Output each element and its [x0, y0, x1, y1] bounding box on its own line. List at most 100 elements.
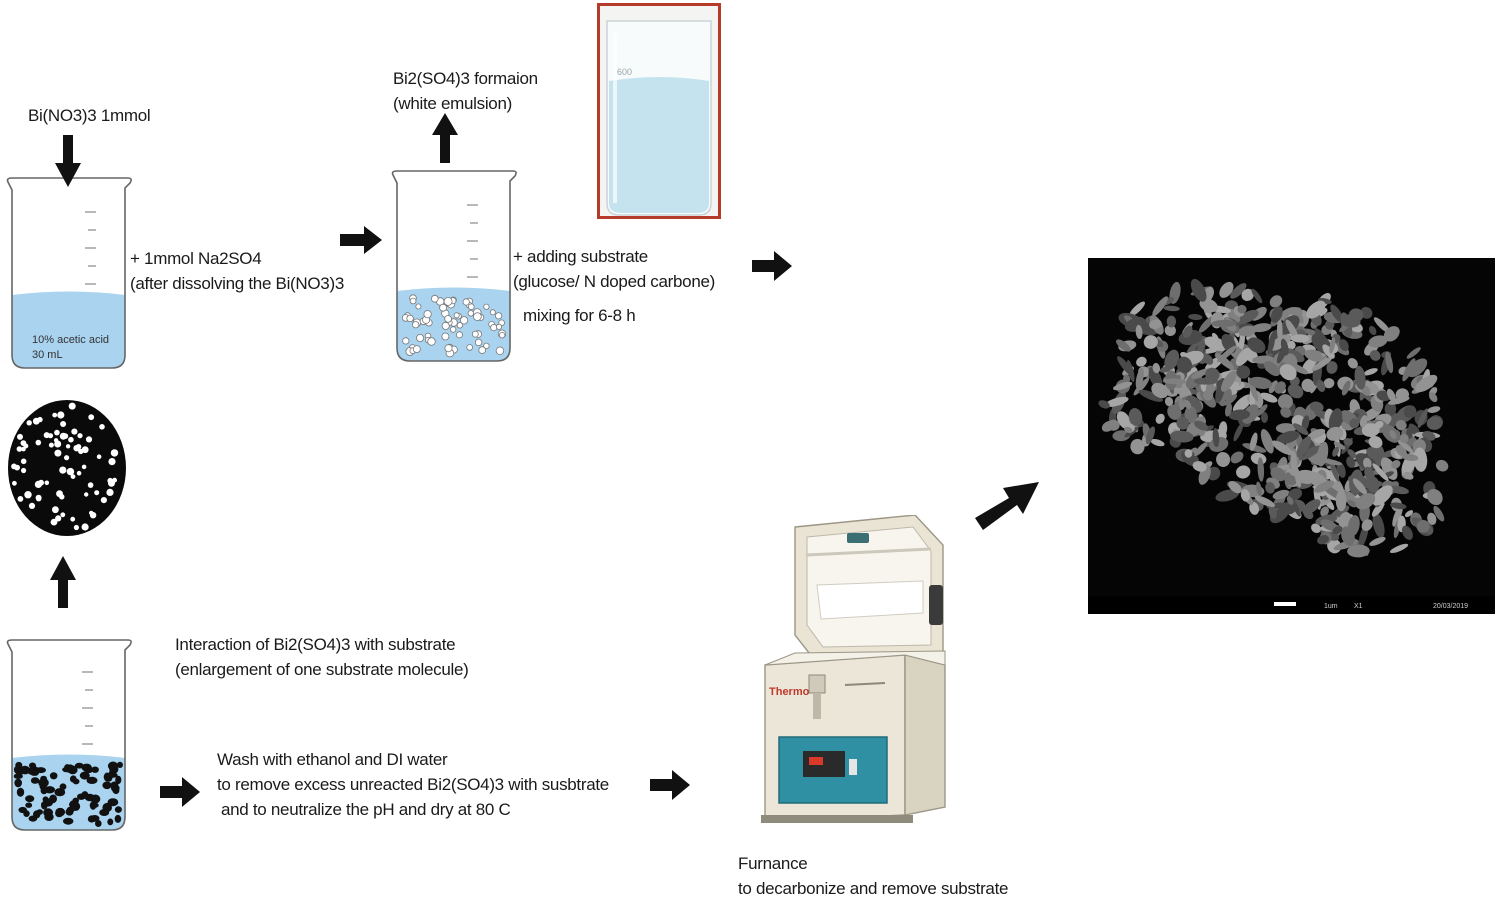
substrate-particle	[35, 494, 42, 501]
substrate-particle	[55, 515, 62, 522]
sem-particle	[1326, 426, 1344, 441]
sem-particle	[1339, 339, 1349, 352]
sem-particle	[1330, 304, 1344, 323]
beaker-acetic-acid: 10% acetic acid 30 mL	[6, 177, 132, 369]
emulsion-particle	[444, 344, 453, 353]
sem-particle	[1428, 392, 1438, 403]
substrate-particle	[60, 512, 66, 518]
substrate-particle	[70, 516, 76, 522]
substrate-particle	[37, 416, 43, 423]
sem-particle	[1328, 408, 1343, 432]
sem-particle	[1366, 447, 1380, 460]
sem-particle	[1129, 301, 1145, 317]
emulsion-particle	[423, 310, 432, 319]
add-na2so4-label: + 1mmol Na2SO4 (after dissolving the Bi(…	[130, 249, 344, 293]
beaker-emulsion	[391, 170, 517, 362]
substrate-particle	[84, 492, 89, 497]
composite-particle	[114, 814, 122, 823]
sem-particle	[1128, 407, 1143, 427]
sem-particle	[1272, 489, 1290, 500]
sem-particle	[1276, 318, 1283, 342]
emulsion-particle	[444, 315, 452, 323]
sem-particle	[1275, 423, 1297, 434]
sem-particle	[1188, 313, 1203, 321]
sem-particle	[1116, 339, 1131, 352]
sem-particle	[1295, 469, 1318, 484]
emulsion-particle	[402, 337, 410, 345]
sem-particle	[1136, 356, 1147, 367]
sem-particle	[1101, 420, 1115, 432]
sem-particle	[1268, 505, 1277, 519]
sem-particle	[1162, 378, 1187, 385]
sem-particle	[1314, 480, 1335, 493]
substrate-particle	[71, 428, 78, 435]
sem-particle	[1112, 381, 1133, 391]
emulsion-particle	[460, 316, 469, 325]
substrate-particle	[96, 454, 102, 459]
substrate-particle	[20, 458, 27, 465]
sem-particle	[1280, 338, 1289, 356]
emulsion-particle	[474, 338, 483, 347]
svg-text:600: 600	[617, 67, 632, 77]
composite-particle	[67, 765, 78, 775]
substrate-particle	[50, 518, 58, 526]
sem-particle	[1349, 418, 1360, 429]
substrate-particle	[76, 470, 82, 476]
emulsion-particle	[430, 294, 439, 303]
sem-particle	[1150, 438, 1165, 447]
sem-particle	[1261, 412, 1268, 423]
sem-particle	[1348, 308, 1364, 322]
substrate-particle	[52, 506, 59, 514]
sem-particle	[1212, 428, 1220, 448]
sem-particle	[1364, 466, 1375, 482]
emulsion-particle	[441, 321, 450, 330]
sem-particle	[1112, 430, 1131, 442]
sem-particle	[1383, 326, 1400, 342]
furnace-brand-logo: Thermo	[769, 686, 810, 698]
sem-particle	[1332, 525, 1343, 535]
sem-particle	[1260, 392, 1278, 403]
substrate-particle	[87, 482, 94, 488]
sem-particle	[1228, 409, 1251, 421]
sem-particle	[1191, 368, 1210, 379]
sem-particle	[1216, 452, 1231, 467]
arrow-up-icon	[50, 556, 76, 608]
sem-particle	[1287, 488, 1303, 501]
substrate-particle	[59, 432, 67, 440]
emulsion-particle	[467, 310, 474, 317]
sem-particle	[1285, 475, 1297, 486]
arrow-right-icon	[160, 777, 200, 807]
sem-micrograph: 1um X1 20/03/2019	[1088, 258, 1495, 614]
sem-particle	[1217, 345, 1237, 363]
sem-particle	[1402, 358, 1416, 382]
composite-particle	[95, 820, 102, 827]
sem-particle	[1407, 358, 1428, 378]
sem-particle	[1269, 334, 1292, 351]
substrate-particle	[38, 479, 44, 486]
sem-particle	[1368, 335, 1388, 348]
sem-particle	[1202, 389, 1214, 401]
composite-particle	[112, 786, 120, 795]
composite-particle	[107, 818, 114, 826]
sem-particle	[1233, 422, 1244, 442]
sem-particle	[1219, 281, 1234, 298]
sem-particle	[1267, 336, 1275, 355]
wash-label: Wash with ethanol and DI water to remove…	[217, 750, 609, 819]
sem-particle	[1372, 463, 1389, 482]
composite-particle	[16, 787, 25, 797]
sem-particle	[1302, 499, 1321, 515]
sem-particle	[1167, 404, 1182, 420]
sem-particle	[1311, 523, 1321, 534]
sem-particle	[1230, 451, 1244, 464]
substrate-particle	[70, 474, 76, 479]
sem-particle	[1372, 485, 1393, 506]
emulsion-particle	[466, 344, 473, 351]
composite-particle	[86, 776, 98, 784]
composite-particle	[89, 801, 97, 810]
sem-particle	[1390, 543, 1409, 554]
sem-particle	[1369, 536, 1386, 546]
sem-particle	[1399, 433, 1409, 444]
sem-particle	[1416, 519, 1430, 533]
substrate-particle	[54, 449, 62, 457]
beaker-label-volume: 30 mL	[32, 349, 63, 361]
